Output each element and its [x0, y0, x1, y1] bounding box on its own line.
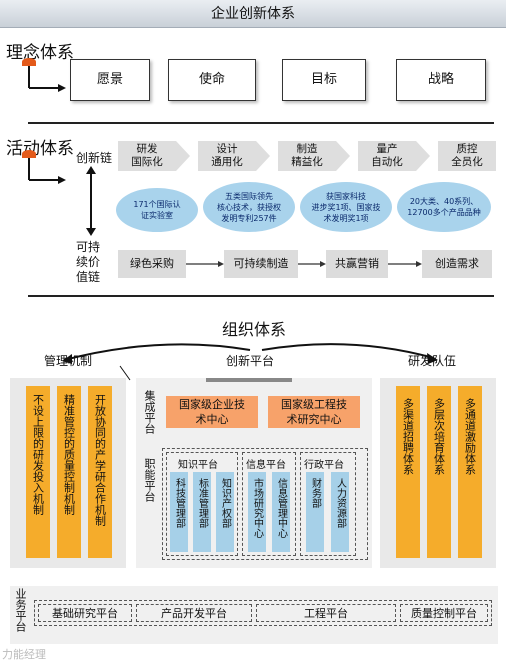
process-step-4: 量产 自动化 [358, 141, 416, 171]
admin-platform [300, 452, 356, 556]
strategy-box: 战略 [396, 59, 486, 101]
process-step-5: 质控 全员化 [438, 141, 496, 171]
rd-team-label: 研发队伍 [408, 354, 457, 368]
step-arrow-icon [416, 141, 430, 171]
mechanism-col-3: 开放协同的产学研合作机制 [88, 386, 112, 558]
result-oval-2: 五类国际领先 核心技术，获授权 发明专利257件 [203, 182, 295, 232]
chain-winwin-marketing: 共赢营销 [326, 250, 388, 278]
product-dev-platform: 产品开发平台 [136, 604, 252, 622]
info-col-1: 市场研究中心 [248, 472, 266, 552]
divider-2 [28, 295, 494, 297]
team-col-1: 多渠道招聘体系 [396, 386, 420, 558]
knowledge-col-3: 知识产权部 [216, 472, 234, 552]
national-enterprise-tech-center: 国家级企业技 术中心 [166, 396, 258, 428]
activity-section-title: 活动体系 [6, 139, 74, 159]
integration-platform-label: 集成平台 [143, 390, 156, 434]
goal-box: 目标 [282, 59, 366, 101]
process-step-3: 制造 精益化 [278, 141, 336, 171]
chain-create-demand: 创造需求 [422, 250, 492, 278]
process-step-2: 设计 通用化 [198, 141, 256, 171]
mechanism-col-2: 精准管控的质量控制机制 [57, 386, 81, 558]
team-col-3: 多通道激励体系 [458, 386, 482, 558]
platform-top-connector [206, 378, 292, 382]
admin-col-1: 财务部 [306, 472, 324, 552]
concept-section-title: 理念体系 [6, 43, 74, 63]
step-arrow-icon [256, 141, 270, 171]
value-chain-label: 可持续价值链 [76, 240, 101, 284]
process-step-1: 研发 国际化 [118, 141, 176, 171]
chain-sustainable-manufacturing: 可持续制造 [224, 250, 298, 278]
window-title: 企业创新体系 [0, 0, 506, 28]
result-oval-1: 171个国际认 证实验室 [116, 188, 198, 232]
mission-box: 使命 [168, 59, 256, 101]
knowledge-platform-title: 知识平台 [178, 460, 218, 471]
mechanism-col-1: 不设上限的研发投入机制 [26, 386, 50, 558]
concept-marker-icon [22, 58, 36, 66]
step-arrow-icon [336, 141, 350, 171]
vision-box: 愿景 [70, 59, 150, 101]
result-oval-4: 20大类、40系列、 12700多个产品品种 [397, 182, 491, 232]
function-platform-frame [162, 448, 368, 560]
org-section-title: 组织体系 [222, 320, 287, 339]
knowledge-col-1: 科技管理部 [170, 472, 188, 552]
knowledge-col-2: 标准管理部 [193, 472, 211, 552]
result-oval-3: 获国家科技 进步奖1项、国家技 术发明奖1项 [300, 182, 392, 232]
quality-control-platform: 质量控制平台 [400, 604, 488, 622]
chain-green-procurement: 绿色采购 [118, 250, 186, 278]
activity-marker-icon [22, 150, 36, 158]
watermark: 力能经理 [2, 648, 46, 661]
innovation-chain-label: 创新链 [76, 151, 113, 165]
knowledge-platform [166, 452, 238, 556]
info-platform-title: 信息平台 [246, 460, 286, 471]
admin-col-2: 人力资源部 [331, 472, 349, 552]
admin-platform-title: 行政平台 [304, 460, 344, 471]
step-arrow-icon [176, 141, 190, 171]
info-platform [242, 452, 296, 556]
divider-1 [28, 122, 494, 124]
team-col-2: 多层次培育体系 [427, 386, 451, 558]
national-engineering-research-center: 国家级工程技 术研究中心 [268, 396, 360, 428]
business-platform-frame [34, 600, 492, 626]
info-col-2: 信息管理中心 [272, 472, 290, 552]
basic-research-platform: 基础研究平台 [38, 604, 132, 622]
business-panel [10, 586, 498, 644]
management-mechanism-label: 管理机制 [44, 354, 93, 368]
business-platform-label: 业务平台 [14, 588, 27, 632]
function-platform-label: 职能平台 [143, 458, 156, 502]
innovation-platform-label: 创新平台 [226, 354, 275, 368]
engineering-platform: 工程平台 [256, 604, 396, 622]
